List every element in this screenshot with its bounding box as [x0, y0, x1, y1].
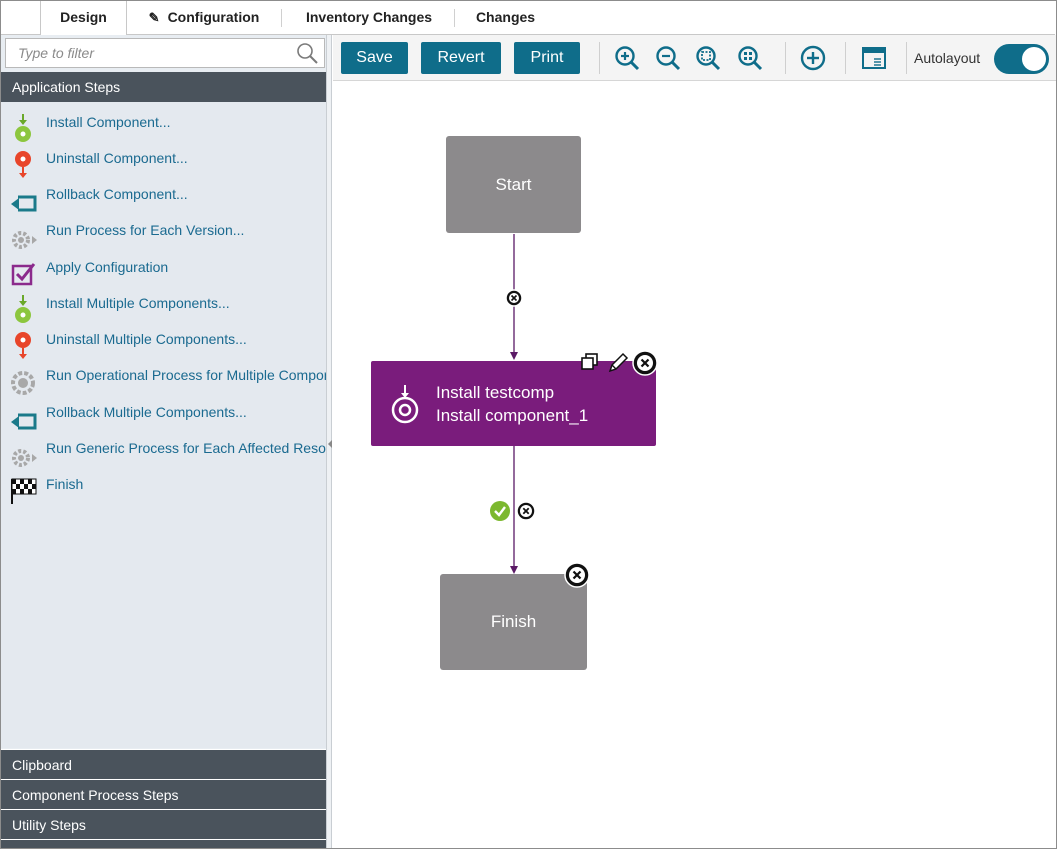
tab-changes[interactable]: Changes — [458, 1, 553, 35]
toolbar-divider — [906, 42, 907, 74]
autolayout-toggle[interactable] — [994, 44, 1049, 74]
toggle-knob — [1022, 47, 1046, 71]
list-item[interactable]: Run Generic Process for Each Affected Re… — [1, 435, 326, 471]
step-label: Uninstall Multiple Components... — [46, 331, 247, 347]
gear-icon — [11, 371, 35, 395]
step-palette: Application Steps Install Component... U… — [1, 35, 326, 848]
zoom-reset-icon[interactable] — [737, 45, 763, 71]
remove-connection-icon[interactable] — [516, 501, 536, 521]
component-process-steps-header[interactable]: Component Process Steps — [1, 779, 326, 809]
connection-layer — [510, 234, 518, 574]
list-item[interactable]: Install Multiple Components... — [1, 290, 326, 326]
checkbox-icon — [11, 263, 36, 286]
remove-connection-icon[interactable] — [505, 289, 523, 307]
list-item[interactable]: Run Operational Process for Multiple Com… — [1, 362, 326, 398]
list-item[interactable]: Rollback Component... — [1, 181, 326, 217]
tab-inventory-changes[interactable]: Inventory Changes — [285, 1, 453, 35]
tab-configuration[interactable]: ✎ Configuration — [129, 1, 279, 35]
print-button[interactable]: Print — [514, 42, 580, 74]
start-node[interactable]: Start — [446, 136, 581, 233]
step-label: Install Component... — [46, 114, 171, 130]
list-item[interactable]: Rollback Multiple Components... — [1, 399, 326, 435]
arrowhead-icon — [510, 352, 518, 360]
list-item[interactable]: Run Process for Each Version... — [1, 217, 326, 253]
install-step-node[interactable]: Install testcomp Install component_1 — [371, 361, 656, 446]
list-item[interactable]: Apply Configuration — [1, 254, 326, 290]
start-node-label: Start — [495, 175, 532, 194]
step-label: Install Multiple Components... — [46, 295, 230, 311]
delete-finish-icon[interactable] — [564, 562, 590, 588]
more-sections-header — [1, 839, 326, 848]
finish-node-label: Finish — [490, 612, 537, 631]
toolbar: Save Revert Print Autolayout — [333, 35, 1056, 81]
save-button[interactable]: Save — [341, 42, 408, 74]
search-icon[interactable] — [295, 42, 319, 64]
application-steps-header[interactable]: Application Steps — [1, 72, 326, 102]
rollback-icon — [11, 413, 37, 430]
section-label: Component Process Steps — [12, 787, 179, 803]
step-title: Install testcomp — [436, 383, 555, 402]
step-label: Run Process for Each Version... — [46, 222, 245, 238]
step-label: Rollback Component... — [46, 186, 188, 202]
success-check-icon[interactable] — [489, 500, 511, 522]
checkered-flag-icon — [11, 478, 37, 504]
tab-divider — [454, 9, 455, 27]
utility-steps-header[interactable]: Utility Steps — [1, 809, 326, 839]
tab-design-label: Design — [60, 9, 107, 25]
properties-panel-icon[interactable] — [861, 45, 887, 71]
application-steps-header-label: Application Steps — [12, 79, 121, 95]
toolbar-divider — [599, 42, 600, 74]
application-steps-list: Install Component... Uninstall Component… — [1, 102, 326, 748]
filter-box — [5, 38, 325, 68]
list-item[interactable]: Install Component... — [1, 109, 326, 145]
tab-inventory-changes-label: Inventory Changes — [305, 9, 433, 25]
step-label: Uninstall Component... — [46, 150, 188, 166]
list-item[interactable]: Uninstall Multiple Components... — [1, 326, 326, 362]
step-label: Rollback Multiple Components... — [46, 404, 247, 420]
section-label: Clipboard — [12, 757, 72, 773]
arrowhead-icon — [510, 566, 518, 574]
step-label: Run Generic Process for Each Affected Re… — [46, 440, 326, 456]
process-canvas[interactable]: Start Install testcomp Install component… — [333, 82, 1055, 848]
install-icon — [15, 114, 31, 142]
revert-button[interactable]: Revert — [421, 42, 501, 74]
zoom-out-icon[interactable] — [655, 45, 681, 71]
gear-icon — [12, 231, 37, 249]
tab-changes-label: Changes — [475, 9, 536, 25]
list-item[interactable]: Finish — [1, 471, 326, 507]
zoom-fit-icon[interactable] — [695, 45, 721, 71]
collapse-arrow-icon[interactable] — [328, 440, 332, 448]
step-label: Run Operational Process for Multiple Com… — [46, 367, 326, 383]
toolbar-divider — [785, 42, 786, 74]
step-subtitle: Install component_1 — [436, 406, 589, 425]
install-icon — [15, 295, 31, 323]
autolayout-label: Autolayout — [914, 50, 981, 66]
delete-step-icon[interactable] — [632, 350, 658, 376]
tab-divider — [281, 9, 282, 27]
install-icon — [391, 385, 419, 424]
list-item[interactable]: Uninstall Component... — [1, 145, 326, 181]
step-label: Finish — [46, 476, 84, 492]
clipboard-header[interactable]: Clipboard — [1, 749, 326, 779]
step-label: Apply Configuration — [46, 259, 169, 275]
pencil-icon: ✎ — [148, 10, 160, 25]
filter-input[interactable] — [6, 39, 291, 67]
zoom-in-icon[interactable] — [614, 45, 640, 71]
copy-icon[interactable] — [580, 352, 600, 372]
tab-bar: Design ✎Configuration Inventory Changes … — [1, 1, 1055, 36]
uninstall-icon — [15, 151, 31, 178]
tab-design[interactable]: Design — [40, 1, 127, 36]
uninstall-icon — [15, 332, 31, 359]
add-step-icon[interactable] — [800, 45, 826, 71]
section-label: Utility Steps — [12, 817, 86, 833]
gear-icon — [12, 449, 37, 467]
rollback-icon — [11, 195, 37, 212]
tab-configuration-label: Configuration — [167, 9, 260, 25]
finish-node[interactable]: Finish — [440, 574, 587, 670]
edit-pencil-icon[interactable] — [607, 352, 629, 374]
toolbar-divider — [845, 42, 846, 74]
